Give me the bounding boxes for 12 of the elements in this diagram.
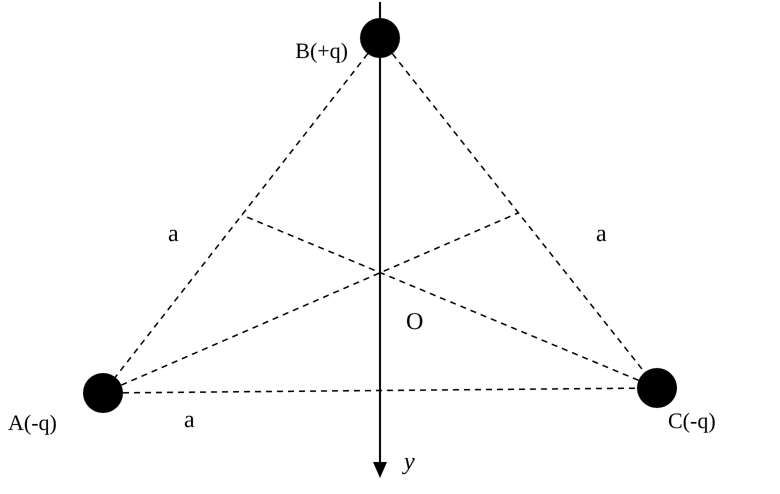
edge-label: a xyxy=(184,408,195,432)
median-line xyxy=(121,212,518,386)
point-label: O xyxy=(406,310,424,334)
edge-label: a xyxy=(596,222,607,246)
triangle-side xyxy=(123,387,637,394)
charge-label: C(-q) xyxy=(668,410,717,432)
edge-label: a xyxy=(168,222,179,246)
median-line xyxy=(242,214,639,381)
axis-label: y xyxy=(404,450,415,474)
triangle-side xyxy=(114,53,368,378)
charge-label: B(+q) xyxy=(294,40,348,62)
charge-label: A(-q) xyxy=(8,412,58,434)
